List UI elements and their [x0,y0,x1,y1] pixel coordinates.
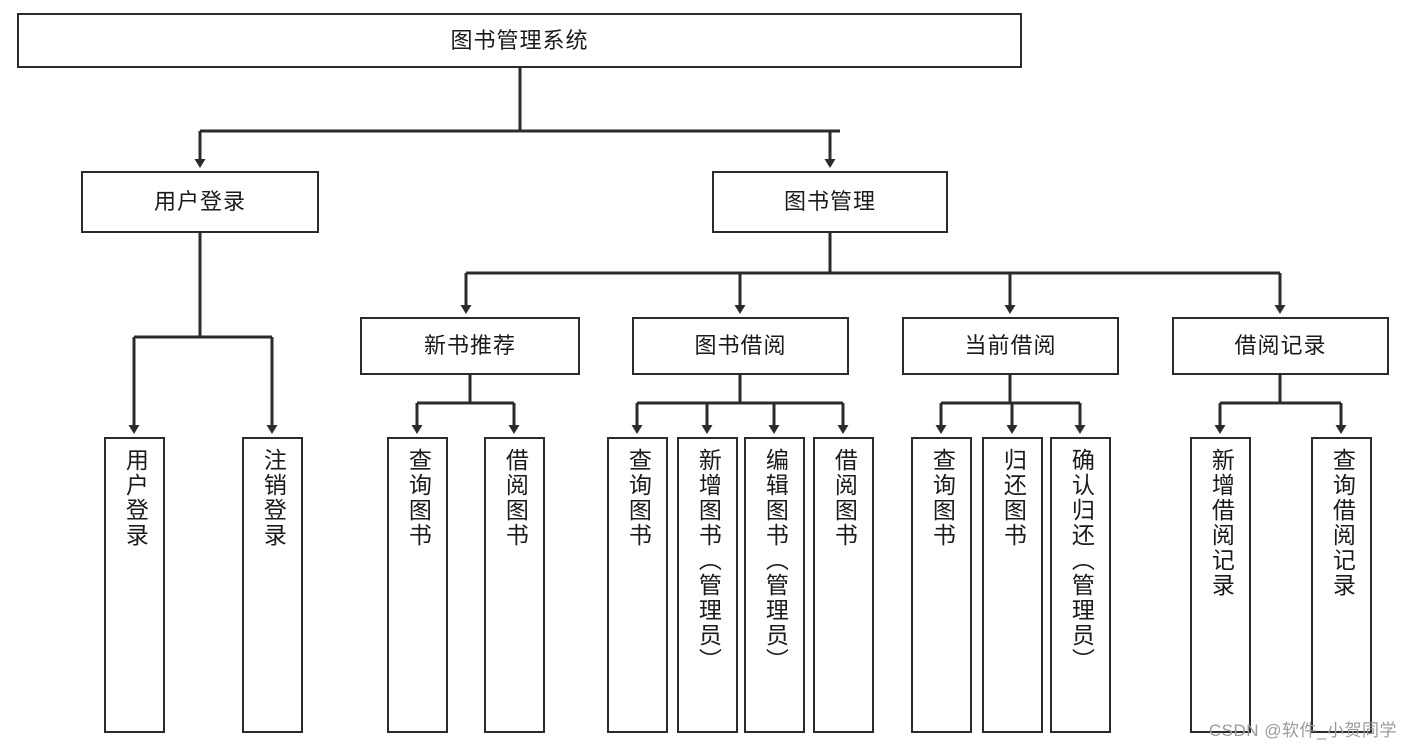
node-label: 注销登录 [260,448,287,548]
node-label: 借阅图书 [831,448,858,548]
node-leaf-add-book-admin[interactable]: 新增图书（管理员） [677,437,738,733]
node-leaf-query-book-1[interactable]: 查询图书 [387,437,448,733]
node-leaf-borrow-book-2[interactable]: 借阅图书 [813,437,874,733]
node-leaf-return-book[interactable]: 归还图书 [982,437,1043,733]
node-label: 新增图书（管理员） [695,448,722,673]
node-label: 查询图书 [625,448,652,548]
node-label: 确认归还（管理员） [1068,448,1095,673]
node-label: 新增借阅记录 [1208,448,1235,598]
node-label: 查询图书 [929,448,956,548]
node-root-system[interactable]: 图书管理系统 [17,13,1022,68]
watermark-text: CSDN @软件_小贺同学 [1208,721,1397,740]
node-label: 查询借阅记录 [1329,448,1356,598]
node-label: 新书推荐 [423,333,516,359]
node-label: 归还图书 [1000,448,1027,548]
node-label: 图书管理系统 [450,27,589,53]
node-label: 借阅图书 [502,448,529,548]
node-leaf-edit-book-admin[interactable]: 编辑图书（管理员） [744,437,805,733]
node-leaf-query-book-3[interactable]: 查询图书 [911,437,972,733]
node-leaf-logout-login[interactable]: 注销登录 [242,437,303,733]
node-new-book-recommend[interactable]: 新书推荐 [360,317,580,375]
node-leaf-add-borrow-record[interactable]: 新增借阅记录 [1190,437,1251,733]
node-label: 图书借阅 [694,333,787,359]
node-label: 借阅记录 [1234,333,1327,359]
node-label: 用户登录 [122,448,149,548]
node-user-login[interactable]: 用户登录 [81,171,319,233]
node-label: 图书管理 [783,189,876,215]
node-book-borrow[interactable]: 图书借阅 [632,317,849,375]
node-label: 编辑图书（管理员） [762,448,789,673]
node-leaf-confirm-return-admin[interactable]: 确认归还（管理员） [1050,437,1111,733]
node-label: 查询图书 [405,448,432,548]
node-current-borrow[interactable]: 当前借阅 [902,317,1119,375]
node-label: 当前借阅 [964,333,1057,359]
node-leaf-query-book-2[interactable]: 查询图书 [607,437,668,733]
node-borrow-record[interactable]: 借阅记录 [1172,317,1389,375]
node-leaf-borrow-book-1[interactable]: 借阅图书 [484,437,545,733]
node-label: 用户登录 [153,189,246,215]
node-leaf-user-login[interactable]: 用户登录 [104,437,165,733]
node-leaf-query-borrow-record[interactable]: 查询借阅记录 [1311,437,1372,733]
node-book-manage[interactable]: 图书管理 [712,171,948,233]
